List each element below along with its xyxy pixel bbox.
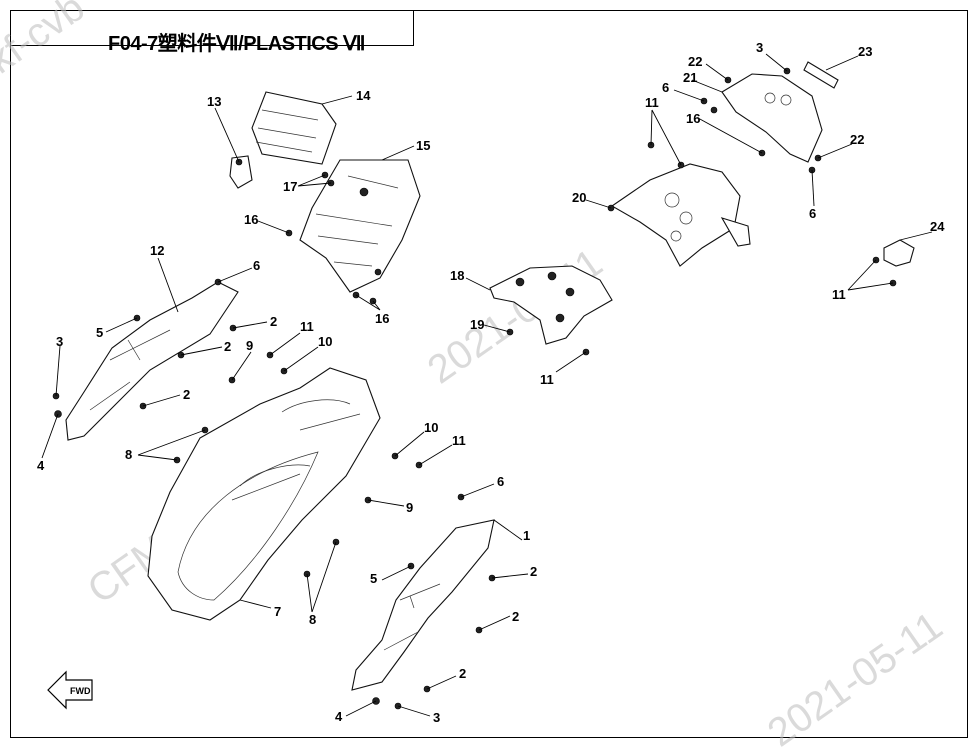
part-label: 16 [375,311,389,326]
part-label: 16 [686,111,700,126]
part-label: 2 [459,666,466,681]
part-23-strip [803,61,839,89]
part-label: 6 [809,206,816,221]
part-label: 14 [356,88,371,103]
part-label: 2 [270,314,277,329]
part-label: 11 [540,372,554,387]
part-label: 10 [424,420,438,435]
part-24-bracket [883,239,915,267]
part-label: 5 [370,571,377,586]
watermark-text: kf-cvb [0,0,93,82]
part-label: 2 [530,564,537,579]
part-label: 2 [224,339,231,354]
part-label: 11 [832,287,846,302]
part-label: 24 [930,219,945,234]
watermark-text: 2021-05-11 [760,604,950,748]
part-label: 10 [318,334,332,349]
part-label: 22 [688,54,702,69]
part-label: 18 [450,268,464,283]
part-label: 3 [756,40,763,55]
drawing-frame [10,10,968,738]
part-label: 11 [300,319,314,334]
part-label: 5 [96,325,103,340]
part-1-right-cover [351,519,495,691]
part-label: 17 [283,179,297,194]
part-labels: 13 14 15 17 16 16 12 6 5 2 2 3 2 4 9 11 … [37,40,945,725]
leader-lines [41,53,933,717]
part-label: 8 [125,447,132,462]
part-label: 19 [470,317,484,332]
fastener-group [52,67,897,710]
part-18-grab-handle [489,265,613,345]
part-13-clip [229,155,253,189]
part-label: 23 [858,44,872,59]
part-label: 2 [512,609,519,624]
part-20-tail-cowl [610,163,751,267]
part-15-tray [299,159,421,293]
part-label: 15 [416,138,430,153]
part-label: 6 [497,474,504,489]
part-12-left-cover [65,281,239,441]
part-label: 2 [183,387,190,402]
part-label: 4 [335,709,343,724]
title-block: F04-7塑料件Ⅶ/PLASTICS Ⅶ [10,10,414,55]
fwd-arrow-icon: FWD [47,670,93,710]
part-7-rear-fender [147,367,381,621]
part-label: 3 [433,710,440,725]
page-title: F04-7塑料件Ⅶ/PLASTICS Ⅶ [108,33,366,55]
part-21-top-plate [721,73,823,163]
part-label: 9 [246,338,253,353]
part-label: 9 [406,500,413,515]
part-label: 13 [207,94,221,109]
part-label: 4 [37,458,45,473]
part-label: 8 [309,612,316,627]
part-label: 1 [523,528,530,543]
part-label: 11 [645,95,659,110]
part-label: 16 [244,212,258,227]
part-label: 6 [662,80,669,95]
part-14-cover [251,91,337,165]
fwd-label: FWD [70,686,91,696]
part-label: 12 [150,243,164,258]
part-label: 6 [253,258,260,273]
part-label: 3 [56,334,63,349]
part-label: 20 [572,190,586,205]
part-label: 21 [683,70,697,85]
part-label: 22 [850,132,864,147]
part-label: 11 [452,433,466,448]
part-label: 7 [274,604,281,619]
